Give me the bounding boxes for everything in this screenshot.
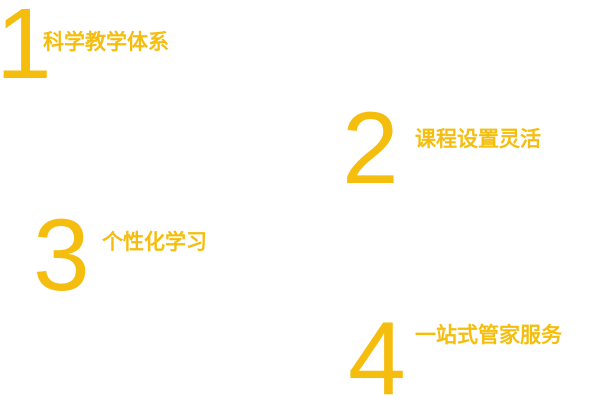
feature-number: 4 (348, 301, 406, 417)
feature-number: 3 (33, 198, 90, 312)
feature-item-4: 4 一站式管家服务 (345, 305, 595, 411)
feature-item-1: 1 科学教学体系 (0, 0, 260, 100)
feature-label: 个性化学习 (102, 230, 207, 254)
feature-item-3: 3 个性化学习 (30, 200, 280, 310)
feature-number: 2 (342, 91, 399, 205)
feature-number: 1 (0, 0, 52, 100)
feature-label: 科学教学体系 (43, 30, 169, 54)
feature-item-2: 2 课程设置灵活 (340, 95, 590, 205)
feature-label: 课程设置灵活 (415, 127, 541, 151)
feature-label: 一站式管家服务 (415, 323, 562, 347)
